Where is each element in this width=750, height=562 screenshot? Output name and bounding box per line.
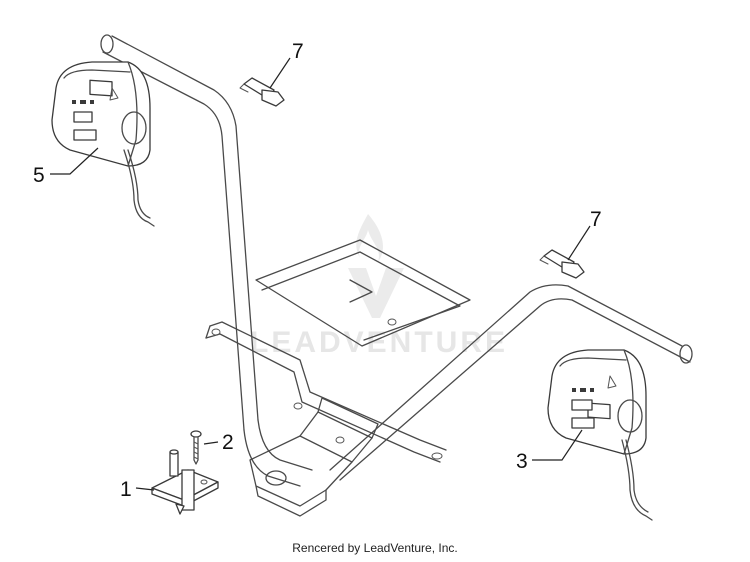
- callout-7-top: 7: [292, 40, 304, 63]
- part-5-left-switch-housing: [51, 61, 155, 227]
- callout-1: 1: [120, 478, 132, 501]
- handlebar-frame: [100, 34, 693, 517]
- watermark-text: LEADVENTURE: [250, 326, 508, 359]
- leader-lines: [50, 57, 591, 491]
- render-credit-footer: Rencered by LeadVenture, Inc.: [292, 541, 458, 555]
- part-1-bracket: [151, 449, 219, 515]
- callout-7-middle: 7: [590, 208, 602, 231]
- part-7-connector-middle: [539, 249, 585, 279]
- part-7-connector-top: [239, 77, 285, 107]
- leadventure-watermark-logo: [348, 214, 404, 318]
- part-2-screw: [190, 430, 202, 465]
- callout-3: 3: [516, 450, 528, 473]
- callout-5: 5: [33, 164, 45, 187]
- part-3-right-switch-housing: [547, 349, 653, 521]
- callout-2: 2: [222, 431, 234, 454]
